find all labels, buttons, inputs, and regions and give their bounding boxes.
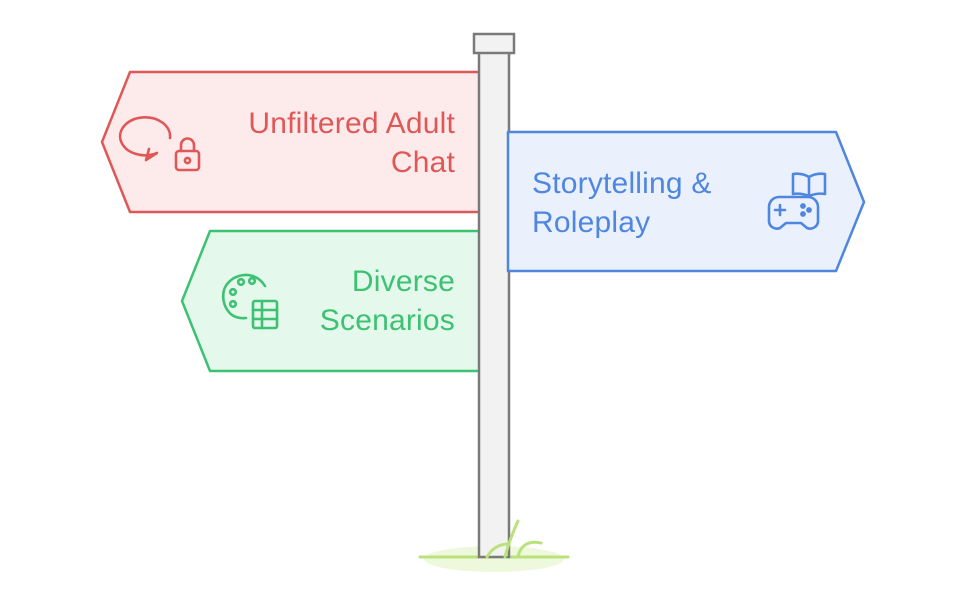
sign-blue-line-1: Storytelling & (532, 167, 712, 200)
sign-green-board (180, 229, 482, 373)
palette-list-icon (221, 273, 279, 330)
post-body (477, 50, 511, 559)
sign-red-board (100, 70, 482, 214)
grass-ground (424, 546, 564, 572)
chat-lock-icon (118, 115, 201, 172)
sign-blue-board (506, 130, 866, 273)
sign-green-label: Diverse Scenarios (320, 262, 455, 340)
sign-green-line-2: Scenarios (319, 304, 455, 337)
sign-red-line-2: Chat (390, 146, 455, 179)
sign-green-line-1: Diverse (351, 265, 455, 298)
sign-red-line-1: Unfiltered Adult (248, 107, 455, 140)
sign-blue-line-2: Roleplay (532, 206, 651, 239)
sign-red-label: Unfiltered Adult Chat (248, 104, 455, 182)
sign-blue-label: Storytelling & Roleplay (532, 164, 712, 242)
grass-blades (485, 519, 543, 559)
post-cap (472, 32, 516, 55)
book-gamepad-icon (767, 172, 827, 230)
